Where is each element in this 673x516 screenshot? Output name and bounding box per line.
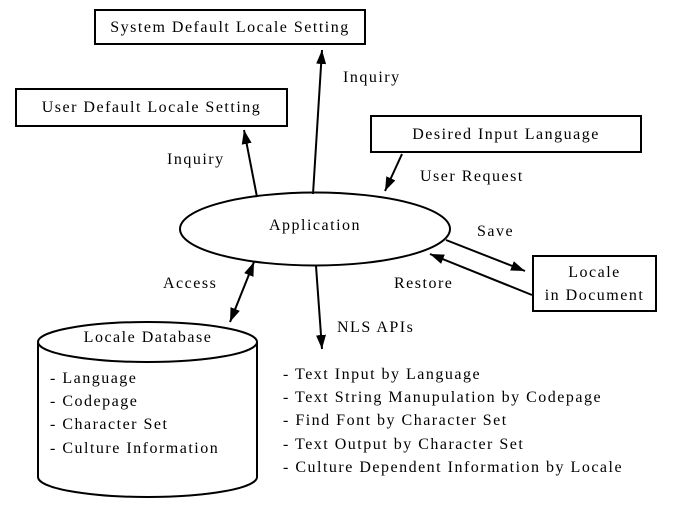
database-cylinder-body — [37, 342, 258, 498]
locale-database-item: - Codepage — [50, 393, 139, 411]
locale-database-list: - Language - Codepage - Character Set - … — [50, 367, 219, 460]
locale-database-item: - Language — [50, 370, 138, 387]
inquiry-left-label: Inquiry — [167, 151, 225, 168]
nls-api-item: - Culture Dependent Information by Local… — [283, 458, 624, 476]
arrow-save — [445, 239, 526, 272]
nls-api-item: - Find Font by Character Set — [283, 412, 508, 430]
nls-api-item: - Text Input by Language — [283, 366, 482, 383]
user-request-label: User Request — [420, 168, 524, 185]
arrow-restore — [429, 253, 533, 296]
locale-in-document-line2: in Document — [544, 286, 645, 304]
nls-api-item: - Text String Manupulation by Codepage — [283, 389, 603, 407]
locale-database-item: - Culture Information — [50, 439, 220, 457]
access-label: Access — [163, 275, 218, 292]
arrow-inquiry-user — [241, 129, 258, 198]
user-default-locale-label: User Default Locale Setting — [41, 99, 262, 116]
save-label: Save — [477, 223, 515, 240]
system-default-locale-label: System Default Locale Setting — [110, 18, 350, 36]
locale-in-document-box: Locale in Document — [532, 255, 657, 312]
inquiry-top-label: Inquiry — [343, 69, 401, 86]
user-default-locale-box: User Default Locale Setting — [15, 88, 288, 127]
arrow-nls-apis — [315, 265, 326, 350]
database-cylinder-top — [37, 321, 258, 363]
locale-in-document-line1: Locale — [568, 263, 621, 281]
locale-database-item: - Character Set — [50, 416, 169, 434]
nls-api-list: - Text Input by Language - Text String M… — [283, 363, 623, 479]
arrow-access — [229, 261, 255, 323]
desired-input-language-label: Desired Input Language — [412, 125, 600, 143]
application-ellipse — [179, 191, 451, 267]
nls-api-item: - Text Output by Character Set — [283, 435, 525, 453]
desired-input-language-box: Desired Input Language — [370, 115, 642, 153]
arrow-user-request — [384, 153, 403, 192]
arrow-inquiry-system — [312, 49, 327, 195]
nls-apis-label: NLS APIs — [337, 319, 415, 336]
restore-label: Restore — [394, 275, 454, 292]
locale-database-title: Locale Database — [83, 329, 213, 346]
system-default-locale-box: System Default Locale Setting — [94, 9, 366, 45]
application-label: Application — [268, 217, 362, 234]
